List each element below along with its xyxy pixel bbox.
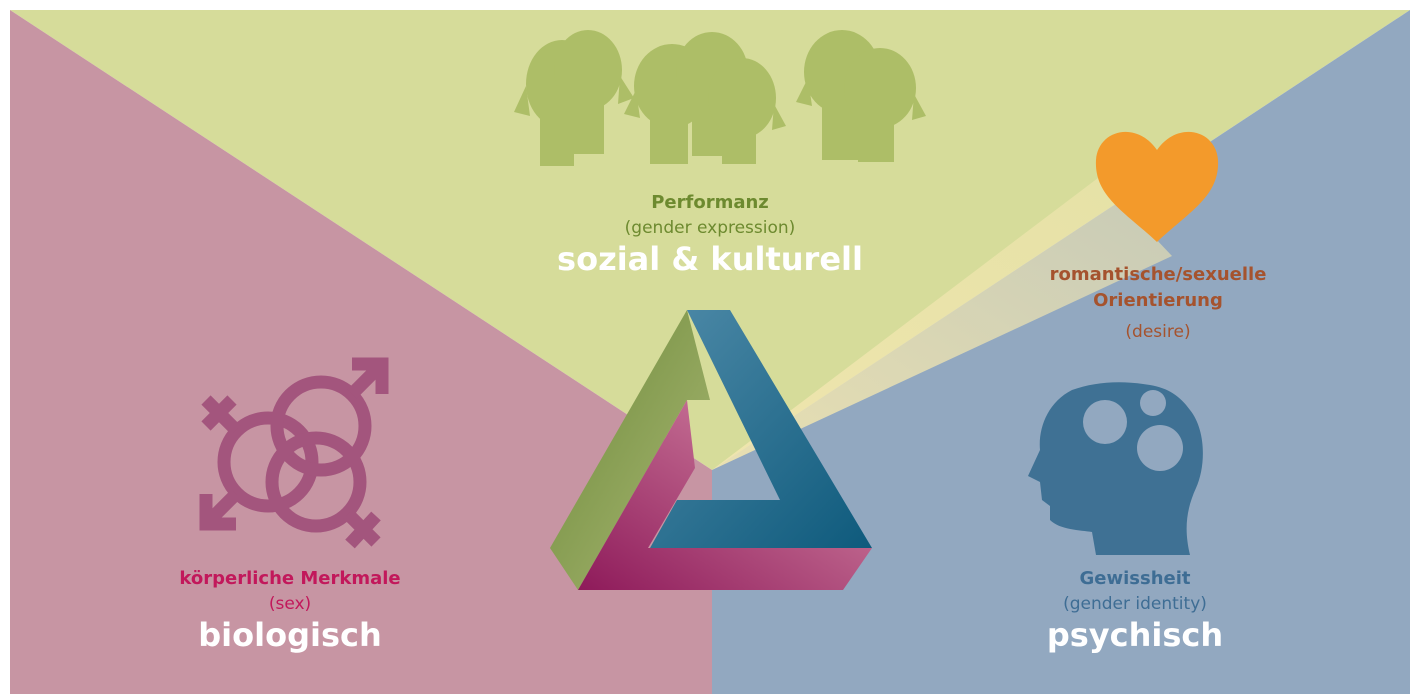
- biological-label-group: körperliche Merkmale (sex) biologisch: [110, 566, 470, 654]
- orientation-line2: Orientierung: [1093, 290, 1223, 311]
- biological-region: [10, 10, 712, 694]
- social-subtitle: (gender expression): [624, 218, 796, 238]
- triangle-bar-green: [550, 310, 710, 590]
- psychic-category: psychisch: [1046, 616, 1224, 654]
- biological-category: biologisch: [198, 616, 382, 654]
- heart-icon: [1095, 131, 1219, 242]
- head-profile-7: [844, 48, 926, 162]
- biological-subtitle: (sex): [268, 594, 312, 614]
- psychic-title: Gewissheit: [1079, 568, 1191, 589]
- orientation-line1: romantische/sexuelle: [1049, 264, 1267, 285]
- head-profile-5: [708, 58, 786, 164]
- triangle-bar-teal: [650, 310, 872, 548]
- social-label-group: Performanz (gender expression) sozial & …: [510, 190, 910, 278]
- social-category: sozial & kulturell: [557, 240, 863, 278]
- gender-circle-left: [217, 411, 319, 513]
- psychic-region: [712, 10, 1410, 694]
- gender-circle-bottom: [265, 431, 367, 533]
- head-profiles-icon: [514, 30, 926, 166]
- light-beam: [712, 178, 1172, 470]
- gender-circle-top: [270, 375, 372, 477]
- intertwined-gender-symbols-icon: [199, 357, 389, 549]
- social-region: [10, 10, 1410, 470]
- social-title: Performanz: [651, 192, 769, 213]
- psychic-subtitle: (gender identity): [1063, 594, 1207, 614]
- penrose-triangle-icon: [550, 310, 872, 590]
- orientation-subtitle: (desire): [1125, 322, 1191, 342]
- triangle-bar-pink: [578, 400, 872, 590]
- head-profile-3: [624, 44, 710, 164]
- orientation-label-group: romantische/sexuelle Orientierung (desir…: [1000, 262, 1316, 344]
- head-profile-2: [554, 30, 634, 154]
- psychic-label-group: Gewissheit (gender identity) psychisch: [960, 566, 1310, 654]
- biological-title: körperliche Merkmale: [179, 568, 401, 589]
- head-with-circles-icon: [1028, 382, 1203, 555]
